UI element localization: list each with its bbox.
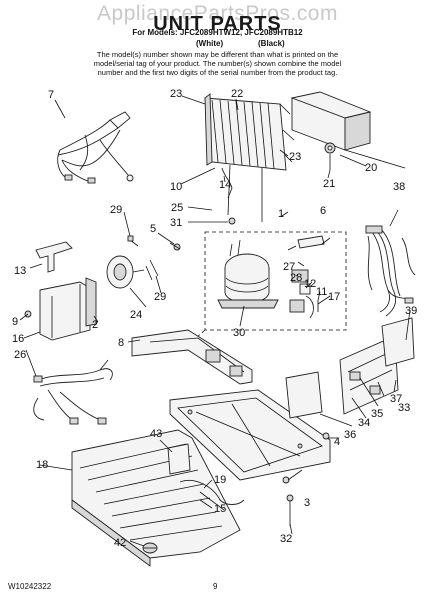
callout-16: 16 (12, 333, 24, 345)
part-compressor-mount (131, 329, 253, 385)
callout-14: 14 (219, 179, 231, 191)
callout-21: 21 (323, 178, 335, 190)
callout-20: 20 (365, 162, 377, 174)
callout-37: 37 (390, 393, 402, 405)
part-duct (290, 91, 406, 169)
callout-32: 32 (280, 533, 292, 545)
callout-1: 1 (278, 208, 284, 220)
part-bracket (35, 241, 73, 273)
callout-3: 3 (304, 497, 310, 509)
callout-28: 28 (290, 272, 302, 284)
callout-7: 7 (48, 89, 54, 101)
callout-23-top: 23 (170, 88, 182, 100)
part-foot-42 (142, 542, 158, 554)
part-tray (167, 443, 245, 511)
model-numbers: For Models: JFC2089HTW12, JFC2089HTB12 (132, 28, 303, 37)
callout-2: 2 (92, 319, 98, 331)
part-wire-harness-top (57, 111, 134, 184)
callout-8: 8 (118, 337, 124, 349)
model-note: The model(s) number shown may be differe… (0, 50, 435, 77)
callout-43: 43 (150, 428, 162, 440)
watermark: AppliancePartsPros.com (97, 2, 338, 25)
callout-29-upper: 29 (110, 204, 122, 216)
callout-27: 27 (283, 261, 295, 273)
callout-33: 33 (398, 402, 410, 414)
callout-29-lower: 29 (154, 291, 166, 303)
callout-24: 24 (130, 309, 142, 321)
part-compressor (217, 239, 279, 309)
callout-36: 36 (344, 429, 356, 441)
part-screw-3 (282, 476, 290, 484)
model-note-line-2: model/serial tag of your product. The nu… (93, 59, 342, 68)
color-white-label: (White) (196, 39, 224, 48)
callout-42: 42 (114, 537, 126, 549)
callout-22: 22 (231, 88, 243, 100)
callout-19: 19 (214, 474, 226, 486)
callout-30: 30 (233, 327, 245, 339)
part-fan-bracket (24, 277, 97, 341)
callout-17: 17 (328, 291, 340, 303)
callout-12: 12 (304, 278, 316, 290)
part-screws (127, 217, 236, 281)
callout-38: 38 (393, 181, 405, 193)
part-base-grille (71, 429, 241, 567)
callout-13: 13 (14, 265, 26, 277)
model-note-line-3: number and the first two digits of the s… (97, 68, 338, 77)
callout-9: 9 (12, 316, 18, 328)
callout-11: 11 (316, 286, 327, 298)
callout-10: 10 (170, 181, 182, 193)
page-title: UNIT PARTS (153, 13, 282, 35)
callout-26: 26 (14, 349, 26, 361)
callout-31: 31 (170, 217, 182, 229)
page-number: 9 (213, 582, 218, 591)
callout-39: 39 (405, 305, 417, 317)
leader-lines (19, 95, 411, 547)
part-screw-4 (322, 432, 330, 440)
callout-5: 5 (150, 223, 156, 235)
color-black-label: (Black) (258, 39, 285, 48)
callout-15: 15 (214, 503, 226, 515)
document-number: W10242322 (8, 582, 52, 591)
part-condenser-fan-motor (106, 255, 145, 289)
callout-25: 25 (171, 202, 183, 214)
part-screw-32 (286, 494, 294, 526)
part-drain-tube (221, 167, 233, 199)
part-grommet (324, 142, 336, 170)
callout-18: 18 (36, 459, 48, 471)
part-wire-harness-right (365, 225, 416, 317)
callout-4: 4 (334, 436, 340, 448)
part-condenser (204, 93, 295, 222)
callout-23-right: 23 (289, 151, 301, 163)
part-relay-assembly (287, 235, 331, 319)
callout-34: 34 (358, 417, 370, 429)
part-wire-harness-lower (33, 359, 113, 425)
callout-35: 35 (371, 408, 383, 420)
callout-6: 6 (320, 205, 326, 217)
model-note-line-1: The model(s) number shown may be differe… (96, 50, 339, 59)
